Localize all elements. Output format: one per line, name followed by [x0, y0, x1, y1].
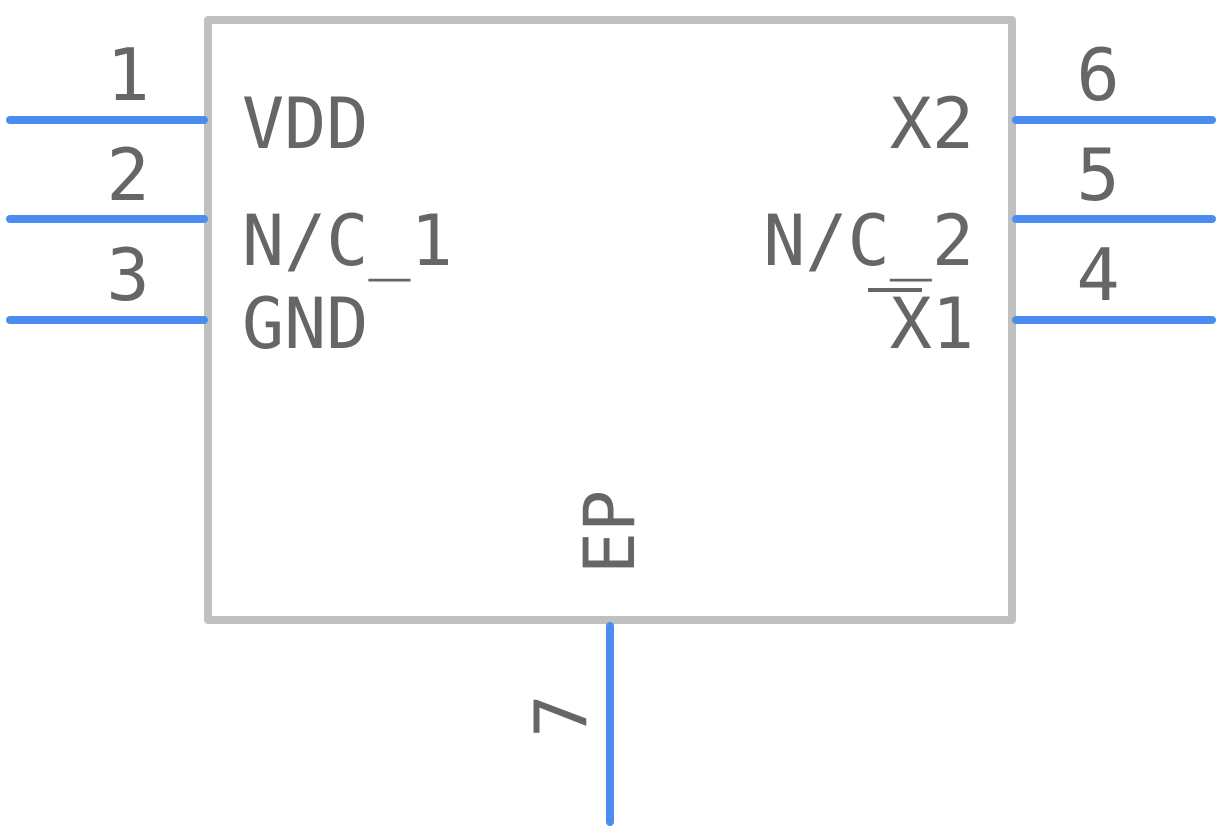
pin-3-name: GND	[242, 283, 368, 365]
pin-2-name: N/C_1	[242, 200, 453, 282]
pin-2-number: 2	[106, 133, 149, 217]
pin-5-number: 5	[1076, 133, 1119, 217]
pin-3-number: 3	[106, 233, 149, 317]
pin-6-number: 6	[1076, 33, 1119, 117]
pin-4-number: 4	[1076, 233, 1119, 317]
pin-7-number: 7	[519, 694, 603, 737]
pin-7-name: EP	[569, 490, 651, 574]
pin-1-number: 1	[106, 33, 149, 117]
pin-5-name: N/C_2	[763, 200, 974, 282]
pin-1-name: VDD	[242, 83, 368, 165]
pin-4-name: X1	[890, 283, 974, 365]
pin-6-name: X2	[890, 83, 974, 165]
